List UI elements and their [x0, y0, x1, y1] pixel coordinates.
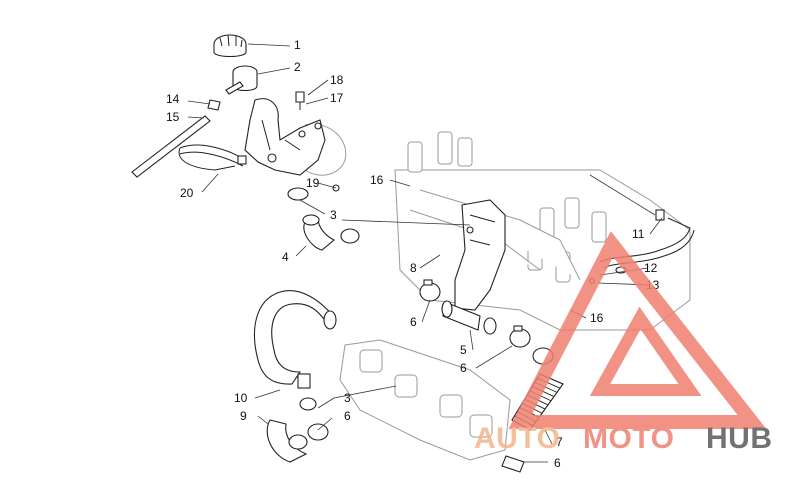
vent-hose	[131, 115, 211, 178]
callout-3-lower: 3	[344, 391, 351, 405]
mounting-bracket	[244, 98, 326, 176]
watermark-text-hub: HUB	[706, 422, 773, 455]
callout-5: 5	[460, 343, 467, 357]
lower-clamp	[297, 373, 329, 441]
thermostat-housing	[454, 199, 506, 311]
watermark-text-auto: AUTO	[474, 422, 560, 455]
callout-15: 15	[166, 110, 180, 124]
watermark-text-moto: MOTO	[583, 422, 674, 455]
reservoir-neck	[225, 65, 258, 95]
callout-6-d: 6	[554, 456, 561, 470]
bypass-pipe	[588, 209, 695, 285]
callout-17: 17	[330, 91, 344, 105]
callout-18: 18	[330, 73, 344, 87]
hose-clamp-b	[509, 325, 531, 348]
bracket-bolt	[295, 91, 305, 110]
callout-9: 9	[240, 409, 247, 423]
leader-lines	[187, 43, 663, 463]
callout-1: 1	[294, 38, 301, 52]
callout-6-a: 6	[410, 315, 417, 329]
callout-10: 10	[234, 391, 248, 405]
engine-background-outline	[304, 123, 691, 461]
callout-20: 20	[180, 186, 194, 200]
callout-19: 19	[306, 176, 320, 190]
callout-7: 7	[556, 435, 563, 449]
watermark-logo: AUTO MOTO HUB	[474, 231, 773, 455]
hose-clamp-small	[207, 99, 221, 111]
callout-6-c: 6	[344, 409, 351, 423]
hose-clamp-a	[419, 279, 441, 302]
upper-clamp	[287, 187, 360, 244]
callout-8: 8	[410, 261, 417, 275]
callout-11: 11	[632, 227, 645, 241]
overflow-tube	[178, 144, 247, 171]
callout-4: 4	[282, 250, 289, 264]
callout-2: 2	[294, 60, 301, 74]
callout-6-b: 6	[460, 361, 467, 375]
reservoir-cap	[213, 34, 247, 58]
callout-16-lower: 16	[590, 311, 604, 325]
callout-12: 12	[644, 261, 658, 275]
elbow-hose	[302, 214, 335, 251]
callout-3-upper: 3	[330, 208, 337, 222]
water-outlet	[441, 300, 497, 335]
lower-elbow-hose	[266, 419, 308, 463]
callout-16-upper: 16	[370, 173, 384, 187]
callout-14: 14	[166, 92, 180, 106]
lower-radiator-hose	[253, 290, 337, 385]
